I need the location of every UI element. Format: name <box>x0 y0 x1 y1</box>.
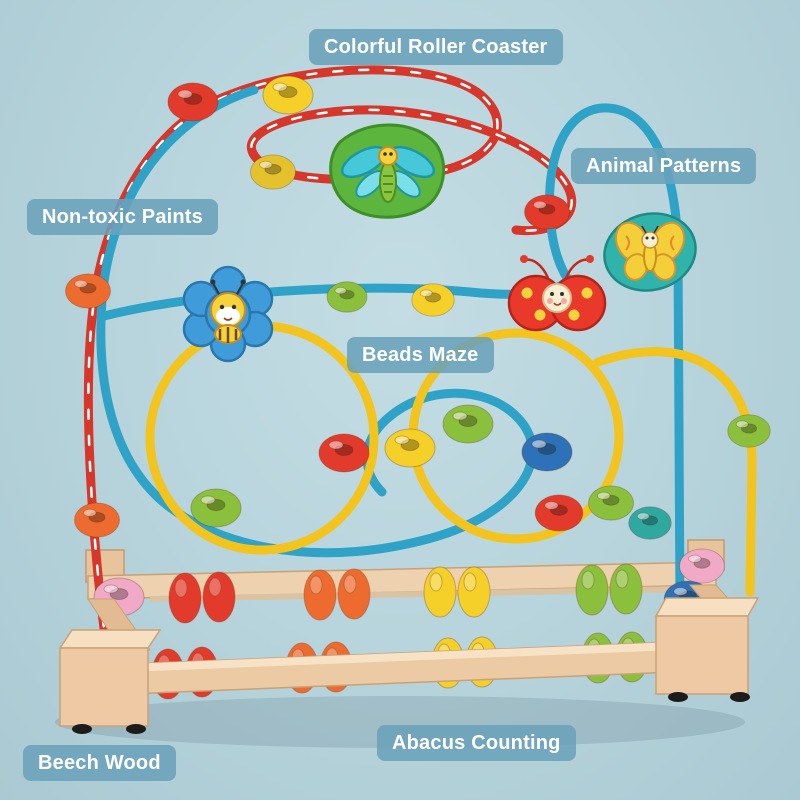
base-feet <box>72 692 750 734</box>
label-beech-wood: Beech Wood <box>23 745 176 781</box>
label-colorful-roller-coaster: Colorful Roller Coaster <box>309 29 563 65</box>
wooden-base-front <box>58 584 760 734</box>
label-abacus-counting: Abacus Counting <box>377 725 576 761</box>
yellow-butterfly-decoration <box>603 212 697 292</box>
label-non-toxic-paints: Non-toxic Paints <box>27 199 218 235</box>
ladybug-butterfly-decoration <box>507 255 607 332</box>
label-beads-maze: Beads Maze <box>347 337 494 373</box>
label-animal-patterns: Animal Patterns <box>571 148 757 184</box>
dragonfly-decoration <box>329 123 446 219</box>
bee-decoration <box>182 265 274 363</box>
wooden-base-back <box>85 539 725 624</box>
